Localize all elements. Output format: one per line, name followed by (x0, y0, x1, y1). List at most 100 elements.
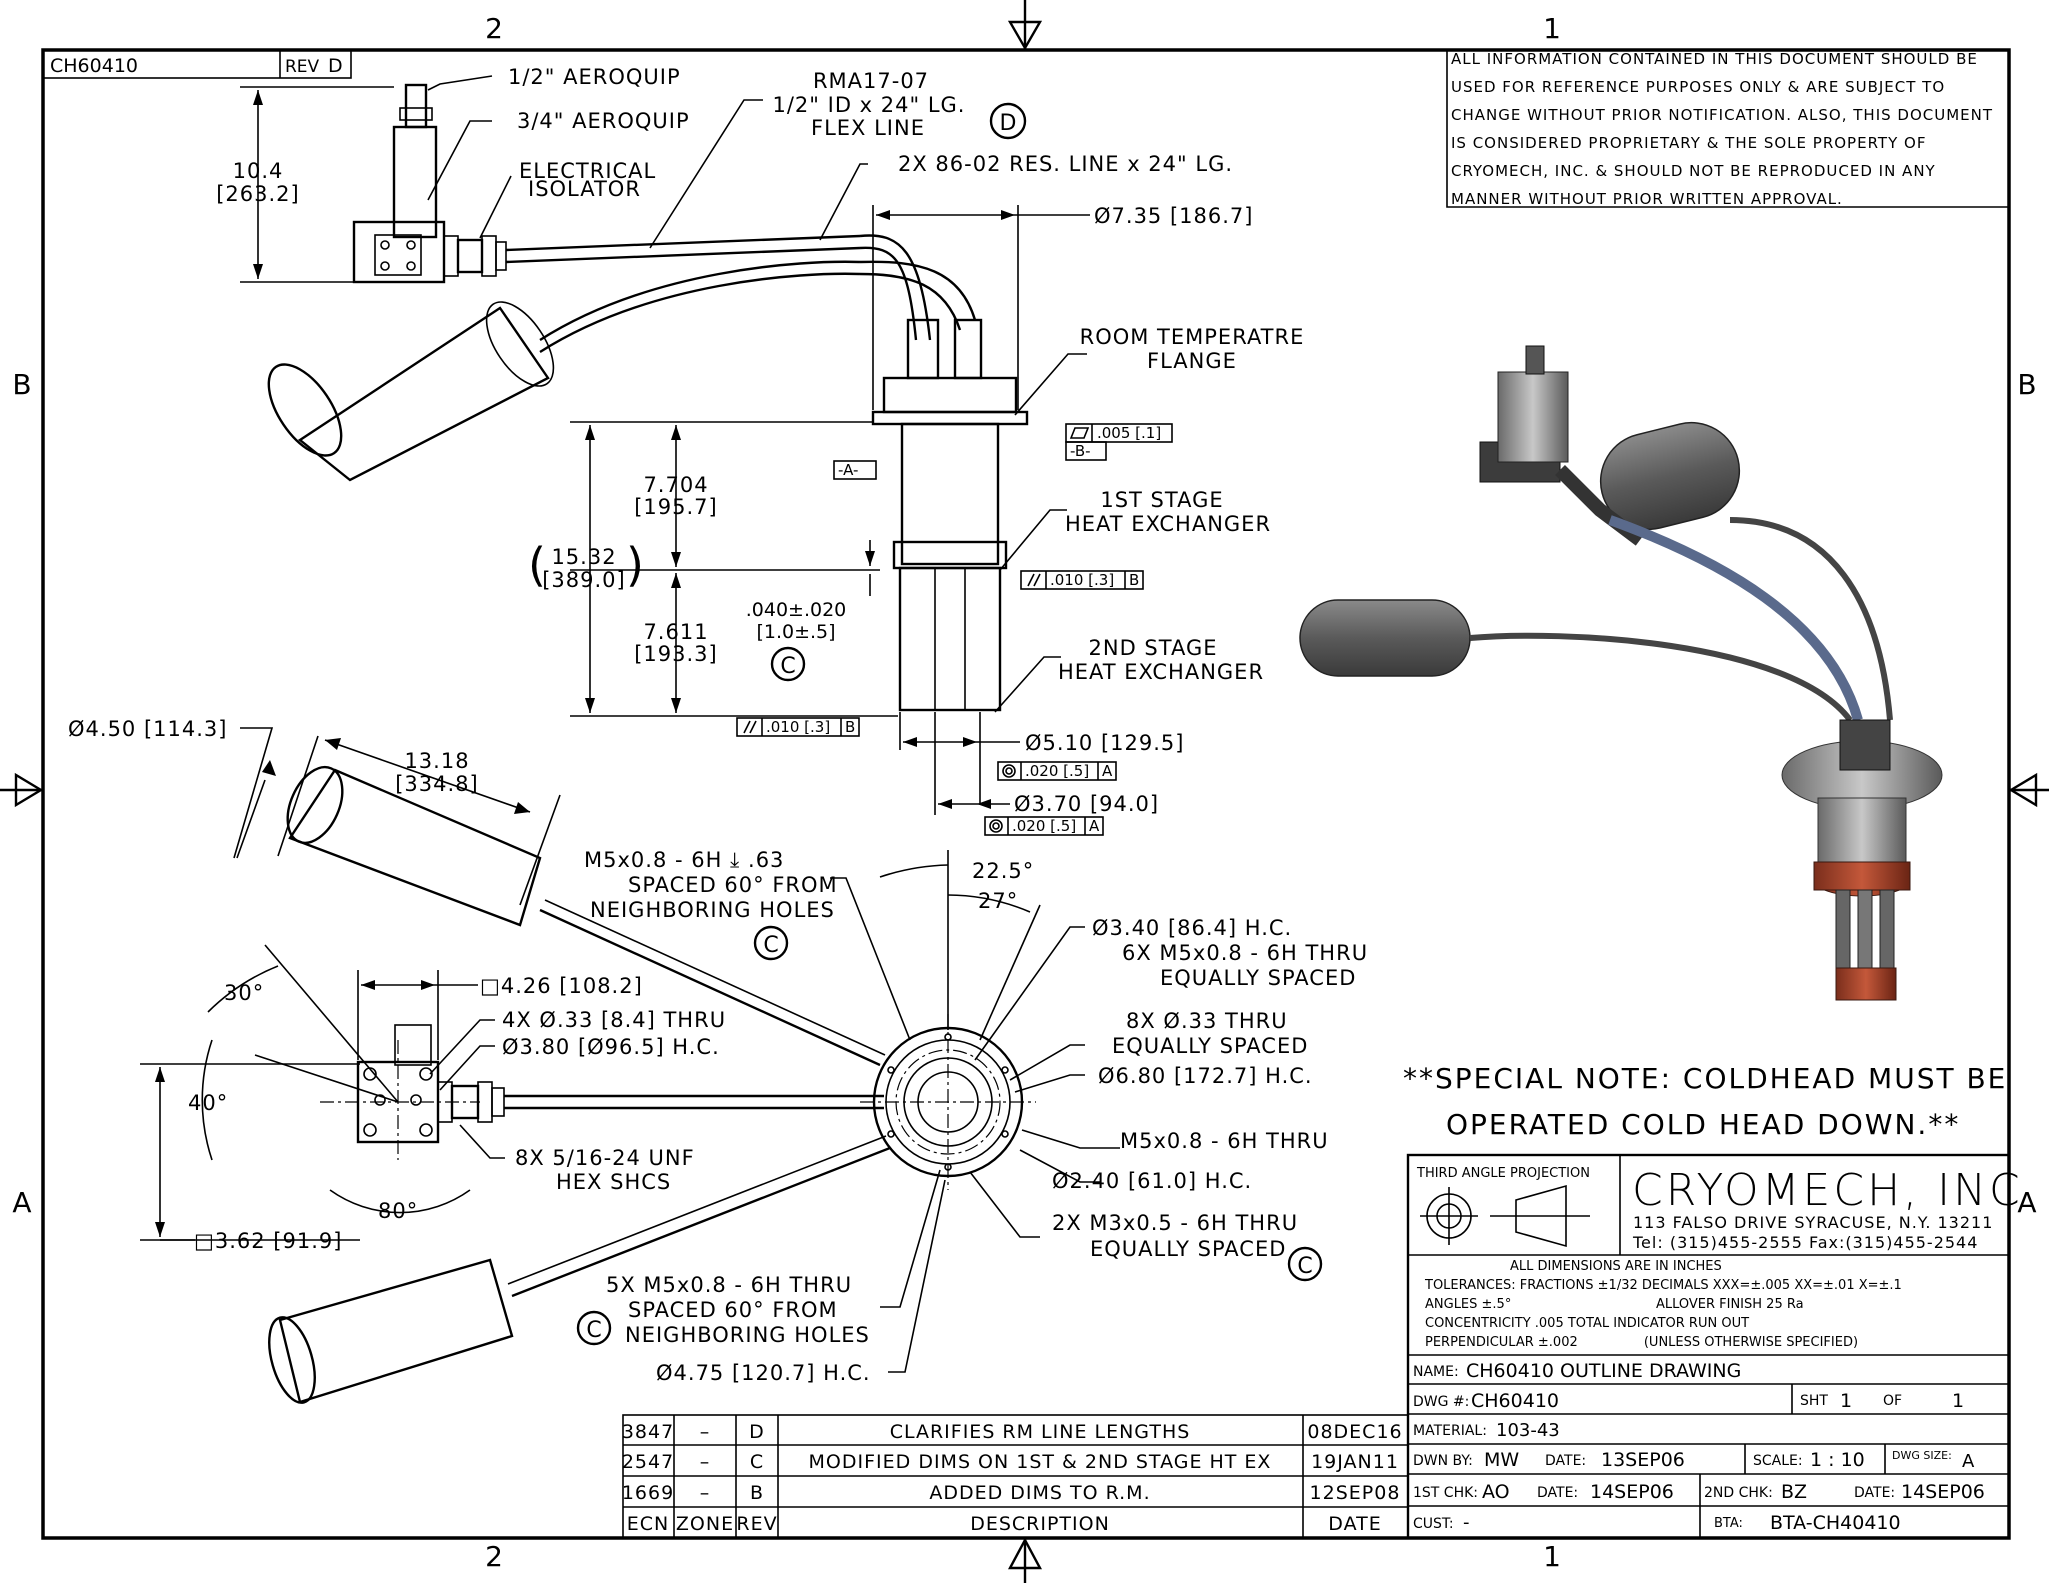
tank-dimensions (233, 727, 561, 906)
revision-cell: 2547 (622, 1451, 674, 1473)
parallel-1-ref: B (1129, 571, 1139, 589)
angle-80-label: 80° (378, 1199, 418, 1223)
disclaimer-line: CHANGE WITHOUT PRIOR NOTIFICATION. ALSO,… (1451, 106, 1993, 124)
tank-len-mm: [334.8] (395, 772, 479, 796)
flatness-frame (1065, 423, 1173, 461)
leader-shcs (459, 1124, 505, 1159)
shcs-label-1: 8X 5/16-24 UNF (515, 1146, 695, 1170)
dim-7611-mm: [193.3] (634, 642, 718, 666)
sq-362-label: □3.62 [91.9] (194, 1229, 342, 1253)
hx1-label-2: HEAT EXCHANGER (1065, 512, 1271, 536)
title-block-grid (1406, 1153, 2011, 1540)
ballast-tank-lower-1 (286, 765, 886, 1067)
flange-diameter-label: Ø7.35 [186.7] (1094, 204, 1253, 228)
datum-a-frame (833, 460, 877, 480)
zone-row-a-right: A (2017, 1186, 2036, 1219)
hc-340-label: Ø3.40 [86.4] H.C. (1092, 916, 1292, 940)
concentricity-1-ref: A (1102, 762, 1113, 780)
bta-value: BTA-CH40410 (1770, 1512, 1901, 1534)
concentricity-2-value: .020 [.5] (1012, 817, 1076, 835)
rt-flange-label-1: ROOM TEMPERATRE (1080, 325, 1305, 349)
isolator-label-1: ELECTRICAL (519, 159, 656, 183)
disclaimer-line: CRYOMECH, INC. & SHOULD NOT BE REPRODUCE… (1451, 162, 1936, 180)
paren-left: ( (528, 538, 546, 592)
second-check-date: 14SEP06 (1901, 1481, 1985, 1503)
dia-370-dim (934, 712, 1010, 815)
isolator-label-2: ISOLATOR (528, 177, 641, 201)
flange-top-view (860, 1014, 1036, 1190)
paren-right: ) (626, 538, 644, 592)
revision-cell: D (749, 1421, 765, 1443)
height-dimension-10-4 (240, 86, 394, 283)
name-label: NAME: (1413, 1364, 1459, 1380)
projection-label: THIRD ANGLE PROJECTION (1416, 1166, 1590, 1181)
m5-5x-label-2: SPACED 60° FROM (628, 1298, 838, 1322)
drawing-name: CH60410 OUTLINE DRAWING (1466, 1360, 1741, 1382)
revision-c-marker-4 (576, 1310, 612, 1346)
aeroquip-half-label: 1/2" AEROQUIP (508, 65, 681, 89)
revision-c-marker-3 (1287, 1246, 1323, 1282)
second-check-label: 2ND CHK: (1704, 1485, 1773, 1501)
vertical-dims-coldhead (570, 421, 898, 717)
aeroquip-3q-label: 3/4" AEROQUIP (517, 109, 690, 133)
tolerance-line: ALL DIMENSIONS ARE IN INCHES (1510, 1259, 1722, 1274)
revision-c-letter-4: C (586, 1318, 601, 1343)
parallel-frame-1 (1020, 570, 1144, 590)
revision-cell: 3847 (622, 1421, 674, 1443)
rev-label: REV (285, 57, 320, 77)
gap-dim-in: .040±.020 (746, 599, 847, 621)
dwg-size-label: DWG SIZE: (1892, 1449, 1952, 1462)
hc-680-label: Ø6.80 [172.7] H.C. (1098, 1064, 1313, 1088)
m5-5x-label-3: NEIGHBORING HOLES (625, 1323, 870, 1347)
customer-label: CUST: (1413, 1516, 1454, 1532)
scale-label: SCALE: (1753, 1453, 1803, 1469)
datum-b-label: -B- (1070, 442, 1091, 460)
first-check-label: 1ST CHK: (1413, 1485, 1478, 1501)
disclaimer-text: ALL INFORMATION CONTAINED IN THIS DOCUME… (1451, 50, 1993, 208)
zone-col-2-top: 2 (485, 12, 503, 45)
revision-header: ECN (627, 1513, 669, 1535)
m3-label-2: EQUALLY SPACED (1090, 1237, 1286, 1261)
revision-d-letter: D (1000, 111, 1017, 136)
revision-table-grid (622, 1414, 1409, 1539)
parallel-2-ref: B (845, 718, 855, 736)
revision-cell: – (700, 1421, 711, 1443)
disclaimer-line: IS CONSIDERED PROPRIETARY & THE SOLE PRO… (1451, 134, 1926, 152)
concentricity-2-ref: A (1089, 817, 1100, 835)
m5-top-label-2: SPACED 60° FROM (628, 873, 838, 897)
dwg-label: DWG #: (1413, 1394, 1469, 1410)
holes-8x-label-1: 8X Ø.33 THRU (1126, 1009, 1288, 1033)
revision-cell: C (750, 1451, 764, 1473)
revision-cell: 1669 (622, 1482, 674, 1504)
valve-block-dims (155, 965, 478, 1241)
parallel-frame-2 (736, 717, 860, 737)
hc-240-label: Ø2.40 [61.0] H.C. (1052, 1169, 1252, 1193)
sq-426-label: □4.26 [108.2] (480, 974, 643, 998)
bta-label: BTA: (1714, 1516, 1743, 1531)
m5-5x-label-1: 5X M5x0.8 - 6H THRU (606, 1273, 852, 1297)
first-check-value: AO (1482, 1481, 1510, 1503)
hc-475-label: Ø4.75 [120.7] H.C. (656, 1361, 871, 1385)
datum-a-label: -A- (838, 461, 858, 479)
revision-cell: MODIFIED DIMS ON 1ST & 2ND STAGE HT EX (809, 1451, 1272, 1473)
flange-top-leaders (830, 850, 1120, 1373)
rt-flange-leader (1014, 353, 1087, 416)
disclaimer-line: MANNER WITHOUT PRIOR WRITTEN APPROVAL. (1451, 190, 1843, 208)
dim-7704-mm: [195.7] (634, 495, 718, 519)
special-note-line-2: OPERATED COLD HEAD DOWN.** (1446, 1108, 1960, 1141)
revision-header: REV (736, 1513, 777, 1535)
leaders-top-left (427, 75, 868, 249)
concentricity-frame-2 (984, 816, 1104, 836)
dwg-size-value: A (1962, 1451, 1975, 1472)
flatness-value: .005 [.1] (1097, 424, 1161, 442)
parallel-2-value: .010 [.3] (766, 718, 830, 736)
date-label: DATE: (1545, 1453, 1586, 1469)
part-number: CH60410 (50, 55, 138, 77)
revision-header: ZONE (676, 1513, 734, 1535)
drawn-date: 13SEP06 (1601, 1449, 1685, 1471)
tank-dia-label: Ø4.50 [114.3] (68, 717, 227, 741)
customer-value: - (1463, 1512, 1470, 1533)
height-dim-in: 10.4 (233, 159, 284, 183)
angle-225-label: 22.5° (972, 859, 1034, 883)
of-label: OF (1883, 1393, 1902, 1409)
